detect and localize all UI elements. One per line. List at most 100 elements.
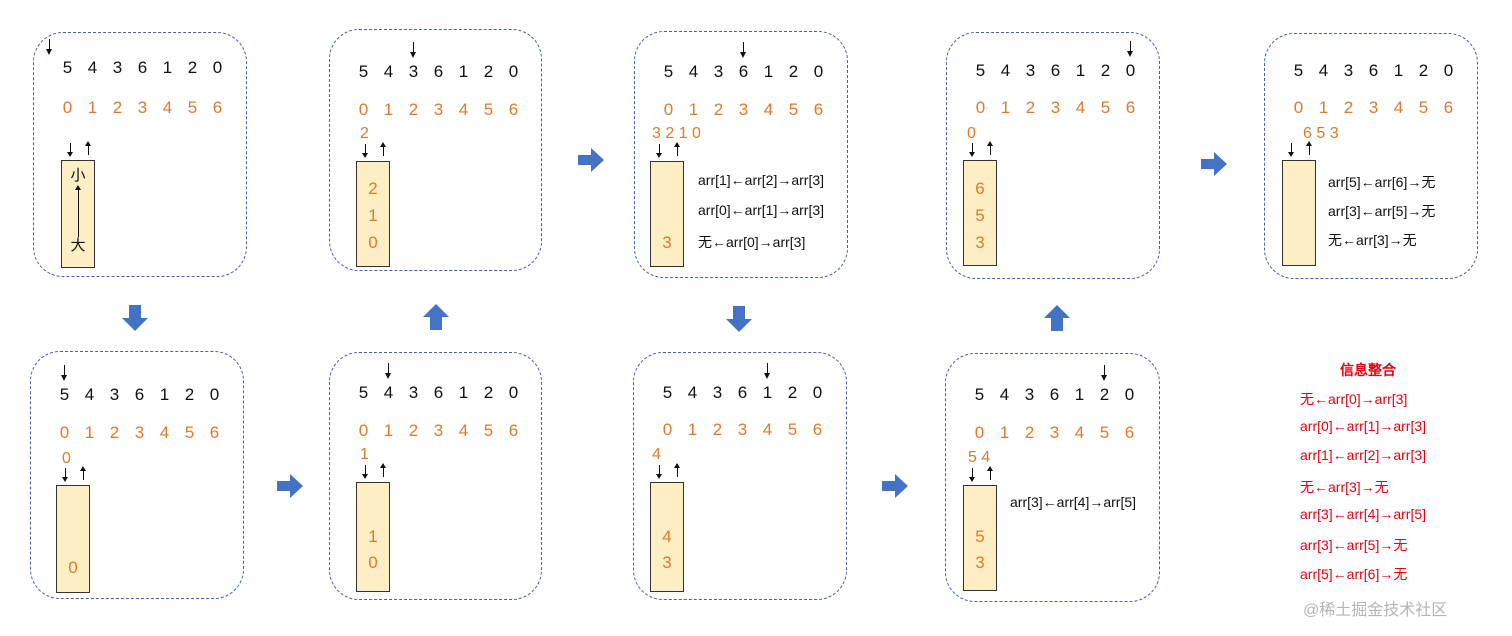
array-value: 5 (974, 385, 985, 404)
array-index: 5 (1418, 98, 1429, 117)
array-index: 1 (1000, 98, 1011, 117)
array-index: 5 (483, 421, 494, 440)
array-value: 6 (137, 58, 148, 77)
array-value: 1 (159, 385, 170, 404)
array-value: 1 (1075, 61, 1086, 80)
array-value: 2 (1100, 61, 1111, 80)
array-value: 6 (1368, 61, 1379, 80)
array-value: 3 (713, 62, 724, 81)
array-index: 4 (1074, 423, 1085, 442)
array-index: 2 (408, 421, 419, 440)
relation-text: 无←arr[3]→无 (1328, 232, 1417, 248)
array-index: 4 (458, 100, 469, 119)
array-index: 6 (1125, 98, 1136, 117)
processed-marks: 0 (62, 450, 71, 467)
current-pointer-arrow (740, 42, 746, 58)
stack-box (650, 482, 684, 592)
summary-line: 无←arr[0]→arr[3] (1300, 391, 1408, 407)
array-index: 5 (1099, 423, 1110, 442)
array-index: 3 (433, 100, 444, 119)
array-value: 4 (383, 62, 394, 81)
pop-arrow (85, 141, 91, 155)
arrow-right-icon (578, 148, 604, 177)
array-index: 0 (975, 98, 986, 117)
arrow-right-icon (882, 474, 908, 503)
array-value: 5 (358, 62, 369, 81)
array-index: 3 (738, 100, 749, 119)
processed-marks: 1 (360, 446, 369, 463)
array-value: 0 (813, 62, 824, 81)
relation-text: arr[3]←arr[5]→无 (1328, 203, 1436, 219)
arrow-right-icon (1201, 152, 1227, 181)
summary-line: arr[5]←arr[6]→无 (1300, 566, 1408, 583)
stack-value: 1 (368, 206, 378, 225)
array-value: 0 (1125, 61, 1136, 80)
array-index: 1 (687, 420, 698, 439)
array-index: 0 (1293, 98, 1304, 117)
processed-marks: 3 2 1 0 (652, 125, 701, 142)
push-arrow (362, 144, 368, 158)
push-arrow (656, 465, 662, 479)
stack-value: 3 (662, 553, 672, 572)
array-index: 6 (1124, 423, 1135, 442)
current-pointer-arrow (1101, 365, 1107, 381)
array-value: 0 (209, 385, 220, 404)
stack-box (963, 485, 997, 591)
array-value: 1 (162, 58, 173, 77)
array-index: 0 (59, 423, 70, 442)
stack-value: 6 (975, 179, 985, 198)
array-index: 0 (663, 100, 674, 119)
stack-box (963, 160, 997, 266)
array-value: 2 (483, 62, 494, 81)
array-index: 6 (1443, 98, 1454, 117)
array-index: 1 (84, 423, 95, 442)
summary-line: 无←arr[3]→无 (1300, 478, 1389, 495)
array-index: 2 (109, 423, 120, 442)
pop-arrow (80, 466, 86, 480)
current-pointer-arrow (764, 363, 770, 379)
array-value: 3 (1343, 61, 1354, 80)
array-index: 2 (112, 98, 123, 117)
array-value: 6 (433, 62, 444, 81)
stack-value: 小 (70, 167, 86, 184)
array-value: 6 (737, 383, 748, 402)
stack-value: 大 (70, 237, 86, 254)
array-value: 2 (483, 383, 494, 402)
array-value: 2 (788, 62, 799, 81)
array-value: 1 (762, 383, 773, 402)
array-index: 0 (662, 420, 673, 439)
array-value: 0 (1443, 61, 1454, 80)
array-value: 6 (738, 62, 749, 81)
array-value: 6 (1049, 385, 1060, 404)
current-pointer-arrow (385, 363, 391, 379)
pop-arrow (987, 466, 993, 480)
summary-line: arr[3]←arr[4]→arr[5] (1300, 505, 1427, 522)
array-index: 6 (508, 421, 519, 440)
relation-text: arr[5]←arr[6]→无 (1328, 174, 1436, 190)
array-value: 4 (687, 383, 698, 402)
summary-line: arr[1]←arr[2]→arr[3] (1300, 447, 1427, 464)
stack-box (650, 161, 684, 267)
summary-line: arr[0]←arr[1]→arr[3] (1300, 418, 1427, 435)
array-index: 3 (1368, 98, 1379, 117)
arrow-right-icon (277, 474, 303, 503)
array-value: 5 (358, 383, 369, 402)
push-arrow (656, 144, 662, 158)
stack-value: 5 (975, 206, 985, 225)
array-value: 2 (184, 385, 195, 404)
array-index: 5 (184, 423, 195, 442)
array-value: 4 (383, 383, 394, 402)
array-index: 5 (788, 100, 799, 119)
stack-box (56, 485, 90, 593)
array-value: 3 (112, 58, 123, 77)
